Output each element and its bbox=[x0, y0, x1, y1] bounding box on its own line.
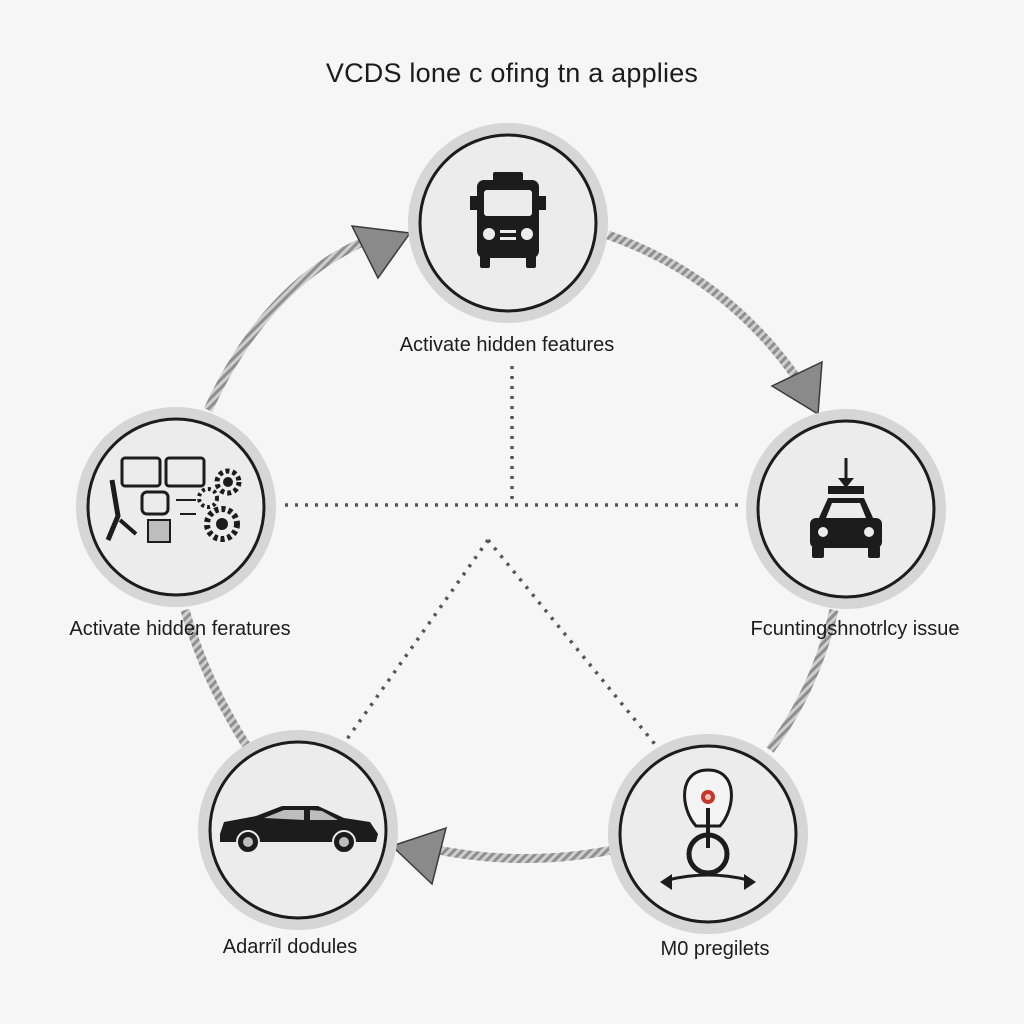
car-lift-icon bbox=[810, 458, 882, 558]
cycle-connectors bbox=[180, 225, 839, 886]
arrowhead-bottom bbox=[390, 826, 448, 886]
connector-bottom-right-to-bottom-left bbox=[427, 843, 613, 863]
dotted-structure bbox=[285, 366, 745, 750]
dotted-diagonal-right bbox=[486, 538, 660, 750]
node-label-top: Activate hidden features bbox=[399, 334, 615, 356]
node-label-left: Activate hidden feratureѕ bbox=[69, 618, 291, 640]
connector-top-to-right bbox=[606, 230, 812, 398]
modules-gears-icon bbox=[105, 456, 242, 543]
node-left bbox=[76, 407, 276, 607]
node-top bbox=[408, 123, 608, 323]
connector-bottom-left-to-left bbox=[180, 608, 250, 748]
node-bottom-left bbox=[198, 730, 398, 930]
arrowhead-right bbox=[770, 360, 823, 416]
node-right bbox=[746, 409, 946, 609]
node-label-right: Fcuntingshnotrlcy issue bbox=[750, 618, 960, 640]
dotted-diagonal-left bbox=[343, 538, 490, 744]
key-fob-icon bbox=[660, 768, 756, 890]
node-label-bottom-right: M0 pregilets bbox=[660, 938, 770, 960]
sports-car-icon bbox=[220, 806, 378, 854]
diagram-title: VCDS lone c ofing tn a applies bbox=[325, 58, 699, 88]
arrowhead-top bbox=[350, 225, 412, 280]
node-bottom-right bbox=[608, 734, 808, 934]
connector-left-to-top bbox=[203, 233, 374, 412]
connector-right-to-bottom-right bbox=[766, 608, 839, 753]
bus-front-icon bbox=[470, 172, 546, 268]
node-label-bottom-left: Adarrїl dodules bbox=[222, 936, 358, 958]
